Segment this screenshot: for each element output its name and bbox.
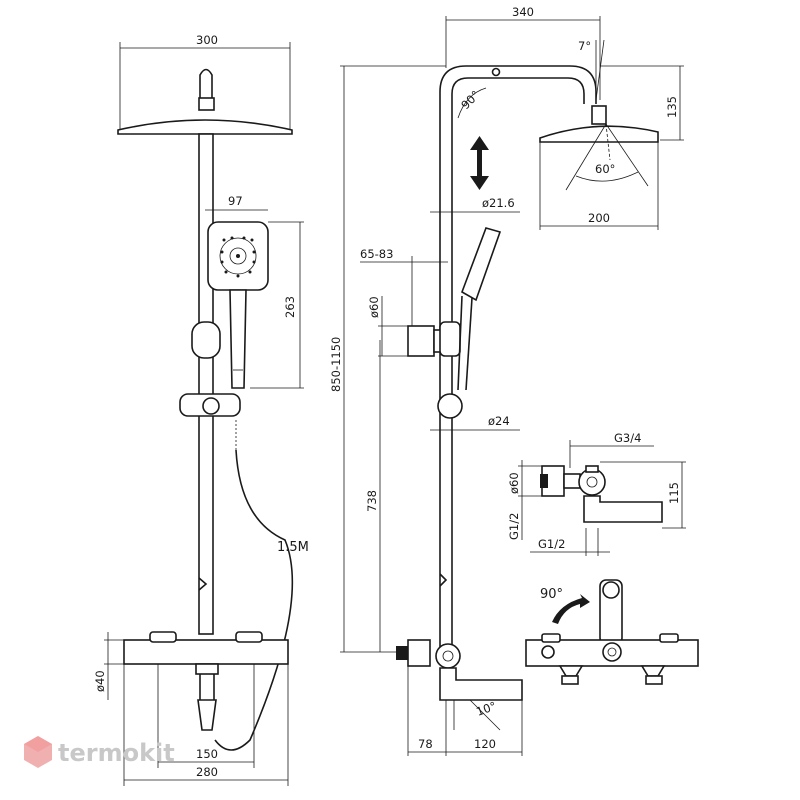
dim-300: 300 (196, 33, 218, 47)
rain-shower-head (117, 119, 293, 135)
shower-arm-outer (439, 65, 597, 650)
mixer-body-side (435, 643, 461, 669)
dim-g12b: G1/2 (538, 537, 565, 551)
shower-hose (214, 449, 294, 751)
dim-200: 200 (588, 211, 610, 225)
dim-60deg: 60° (595, 162, 615, 176)
mixer-detail-front: 90° (525, 579, 699, 685)
thermostatic-mixer-front (123, 639, 289, 665)
dim-90rot: 90° (540, 587, 563, 602)
logo-cube-icon (24, 736, 52, 768)
dim-738: 738 (365, 490, 379, 512)
dim-7deg: 7° (578, 39, 591, 53)
wall-bracket-side (407, 325, 435, 357)
front-view: 300 97 263 (93, 33, 309, 786)
slide-rail (198, 133, 214, 635)
dim-g12a: G1/2 (507, 513, 521, 540)
wall-bracket (191, 321, 221, 359)
height-adjust-arrow (470, 136, 489, 190)
dim-78: 78 (418, 737, 433, 751)
dim-10deg: 10° (474, 699, 498, 719)
dim-340: 340 (512, 5, 534, 19)
slider-clamp (439, 321, 461, 357)
dim-1-5m: 1.5M (277, 540, 309, 555)
hose-connector (199, 674, 215, 700)
dim-65-83: 65-83 (360, 247, 393, 261)
inlet-right (645, 675, 663, 685)
hand-shower-side (461, 227, 502, 302)
head-arm-top (199, 68, 213, 100)
diverter-knob (602, 642, 622, 662)
detail-mixer-body (578, 468, 606, 496)
head-swivel (591, 105, 607, 125)
dim-120: 120 (474, 737, 496, 751)
rotate-arrow-icon (552, 594, 590, 624)
dim-60a: ø60 (367, 296, 381, 318)
inlet-left (561, 675, 579, 685)
termokit-logo: termokit (24, 736, 175, 768)
dim-850-1150: 850-1150 (329, 337, 343, 392)
dim-135: 135 (665, 96, 679, 118)
hand-shower-handle (229, 289, 247, 389)
detail-spout (583, 495, 663, 523)
hand-shower-nozzles (219, 236, 257, 278)
shower-arm-inner (451, 77, 585, 650)
head-connector (198, 97, 215, 111)
dim-60b: ø60 (507, 472, 521, 494)
dim-115: 115 (667, 482, 681, 504)
bath-spout-side (439, 667, 523, 701)
dim-21-6: ø21.6 (482, 196, 515, 210)
slide-knob (437, 393, 463, 419)
rain-head-side (539, 125, 659, 143)
dim-263: 263 (283, 296, 297, 318)
dim-24: ø24 (488, 414, 510, 428)
dim-40: ø40 (93, 670, 107, 692)
logo-text: termokit (58, 739, 175, 767)
dim-280: 280 (196, 765, 218, 779)
dim-150: 150 (196, 747, 218, 761)
mixer-detail-side: G3/4 ø60 115 G1/2 G1/2 (507, 431, 686, 556)
mixer-wall-connector (407, 639, 431, 667)
dim-g34: G3/4 (614, 431, 641, 445)
dim-97: 97 (228, 194, 243, 208)
